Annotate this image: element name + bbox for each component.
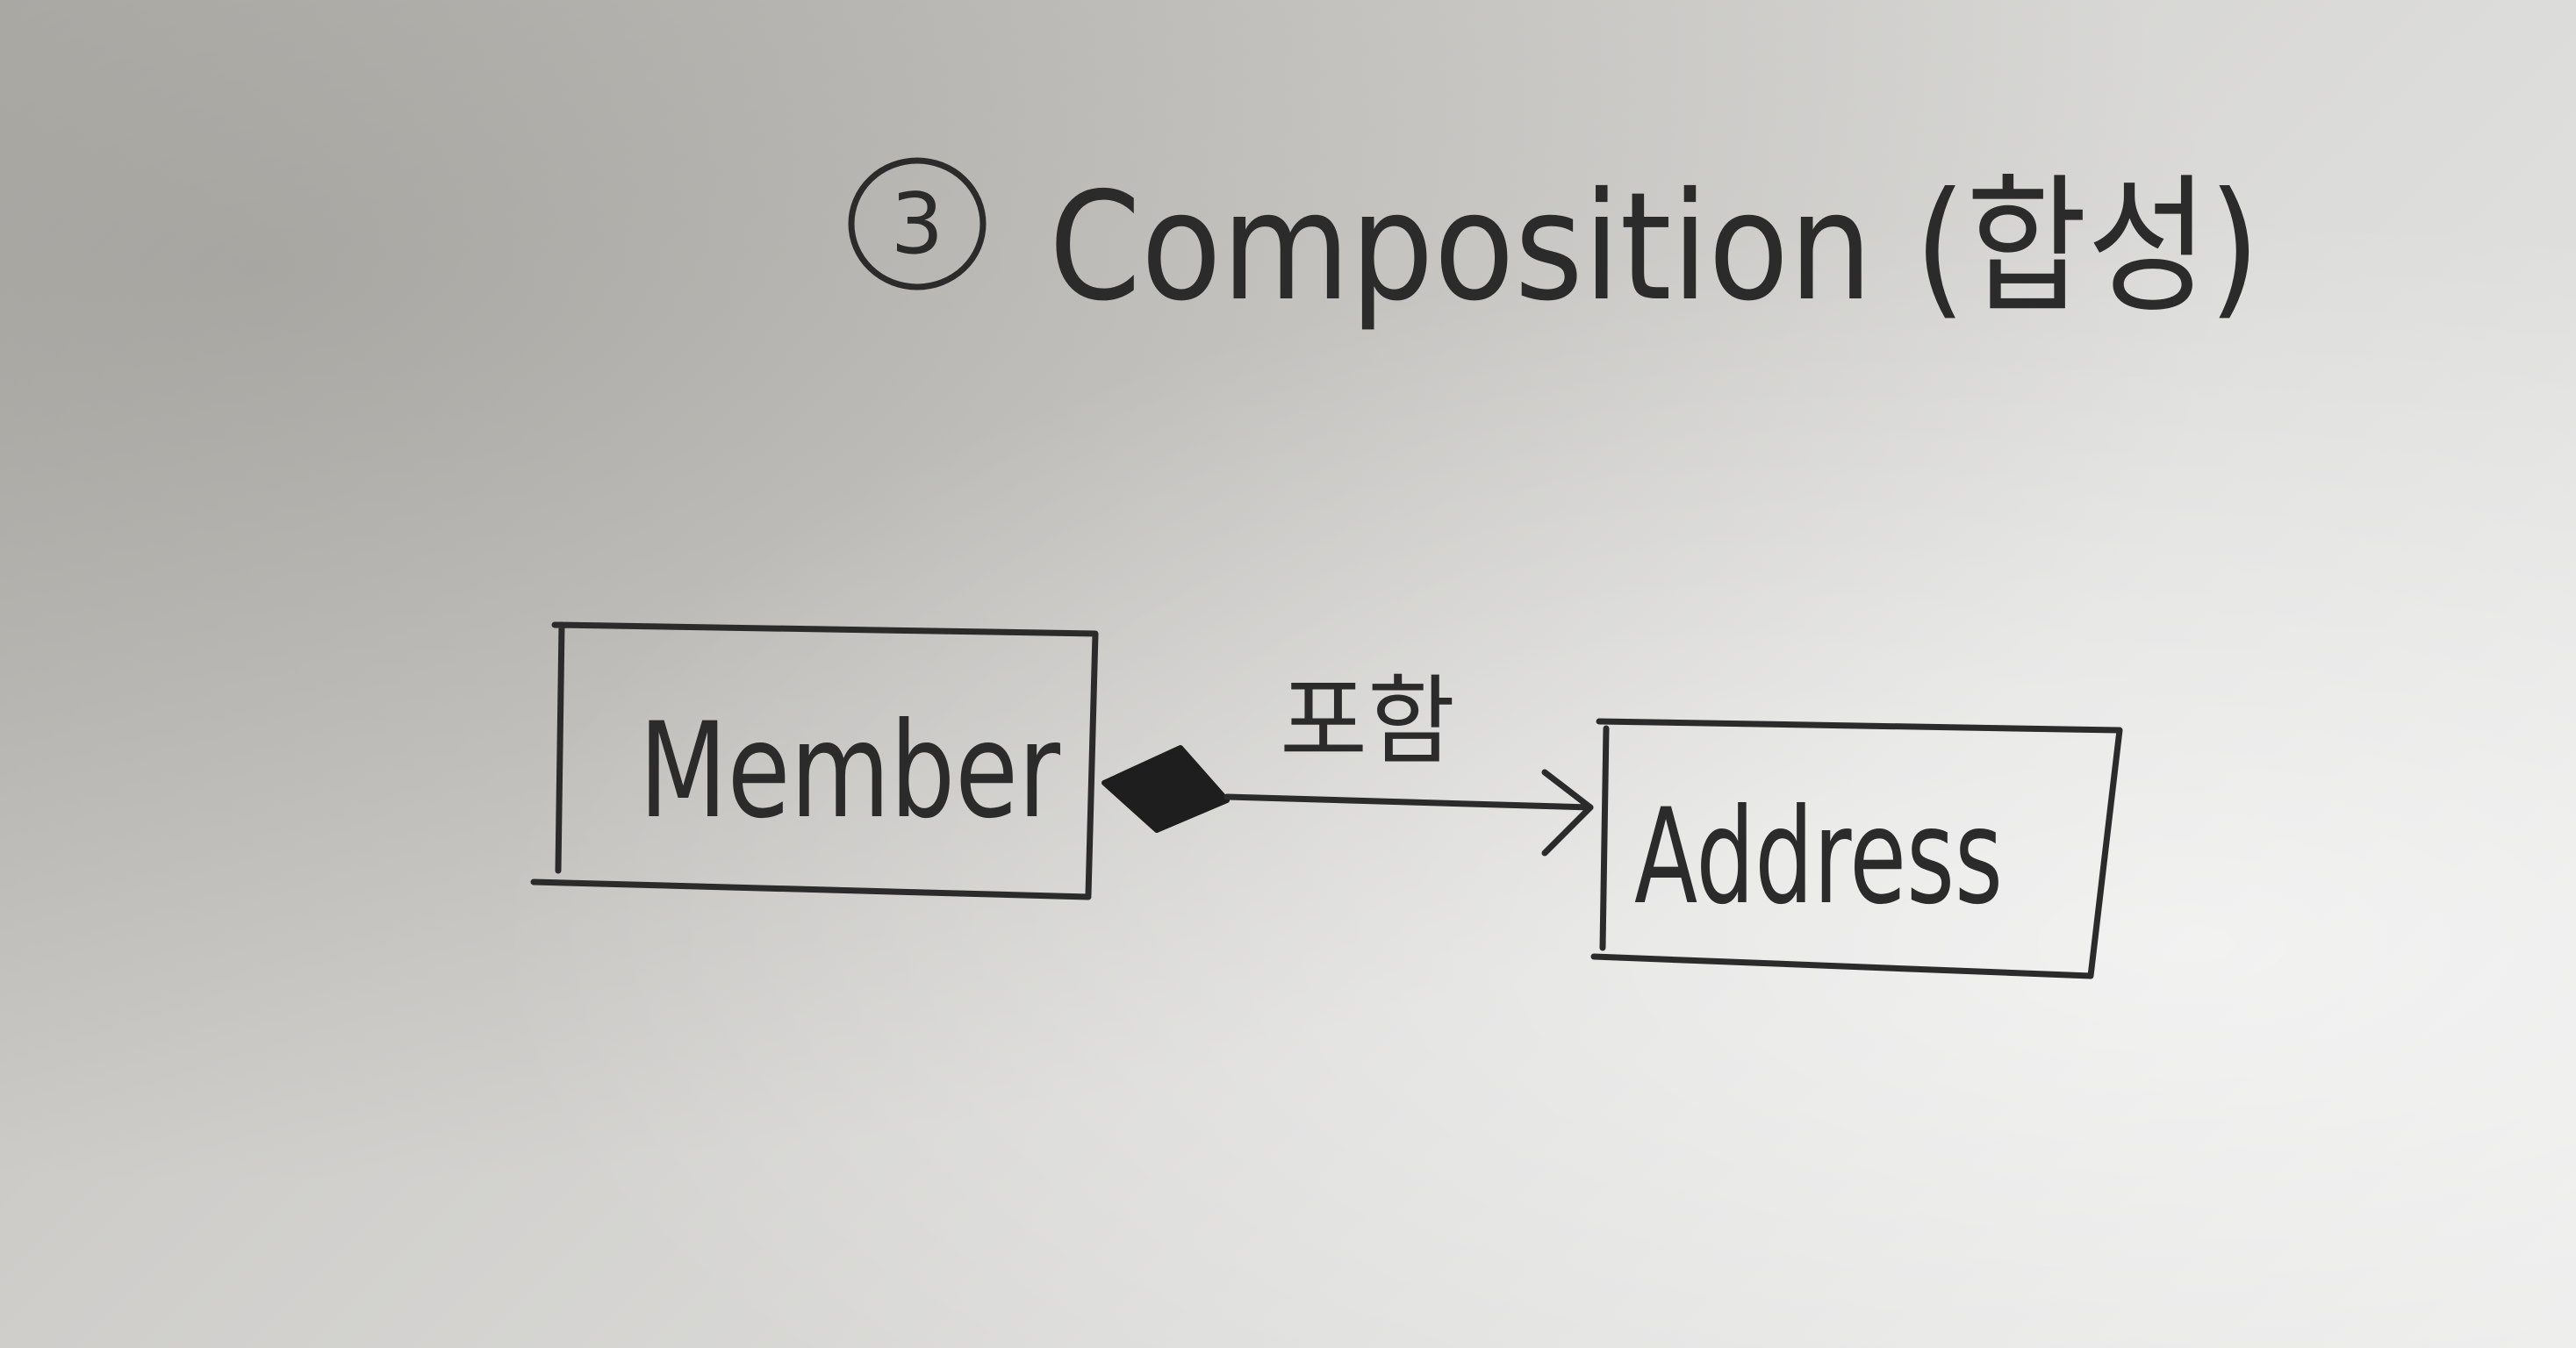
step-number: 3	[891, 176, 944, 273]
heading-title: Composition (합성)	[1049, 161, 2260, 334]
address-class-name: Address	[1634, 781, 2003, 934]
member-class-name: Member	[639, 695, 1060, 848]
filled-diamond	[1101, 745, 1230, 833]
step-number-circle	[848, 157, 987, 290]
member-box-outline	[530, 621, 1099, 900]
address-box-outline	[1590, 718, 2123, 979]
address-class-box: Address	[1590, 718, 2123, 979]
association-line	[1223, 793, 1594, 811]
relation-label: 포함	[1280, 665, 1455, 778]
arrowhead	[1541, 769, 1594, 857]
composition-association: 포함	[1101, 665, 1594, 857]
heading: 3 Composition (합성)	[848, 157, 2260, 334]
member-class-box: Member	[530, 621, 1099, 900]
